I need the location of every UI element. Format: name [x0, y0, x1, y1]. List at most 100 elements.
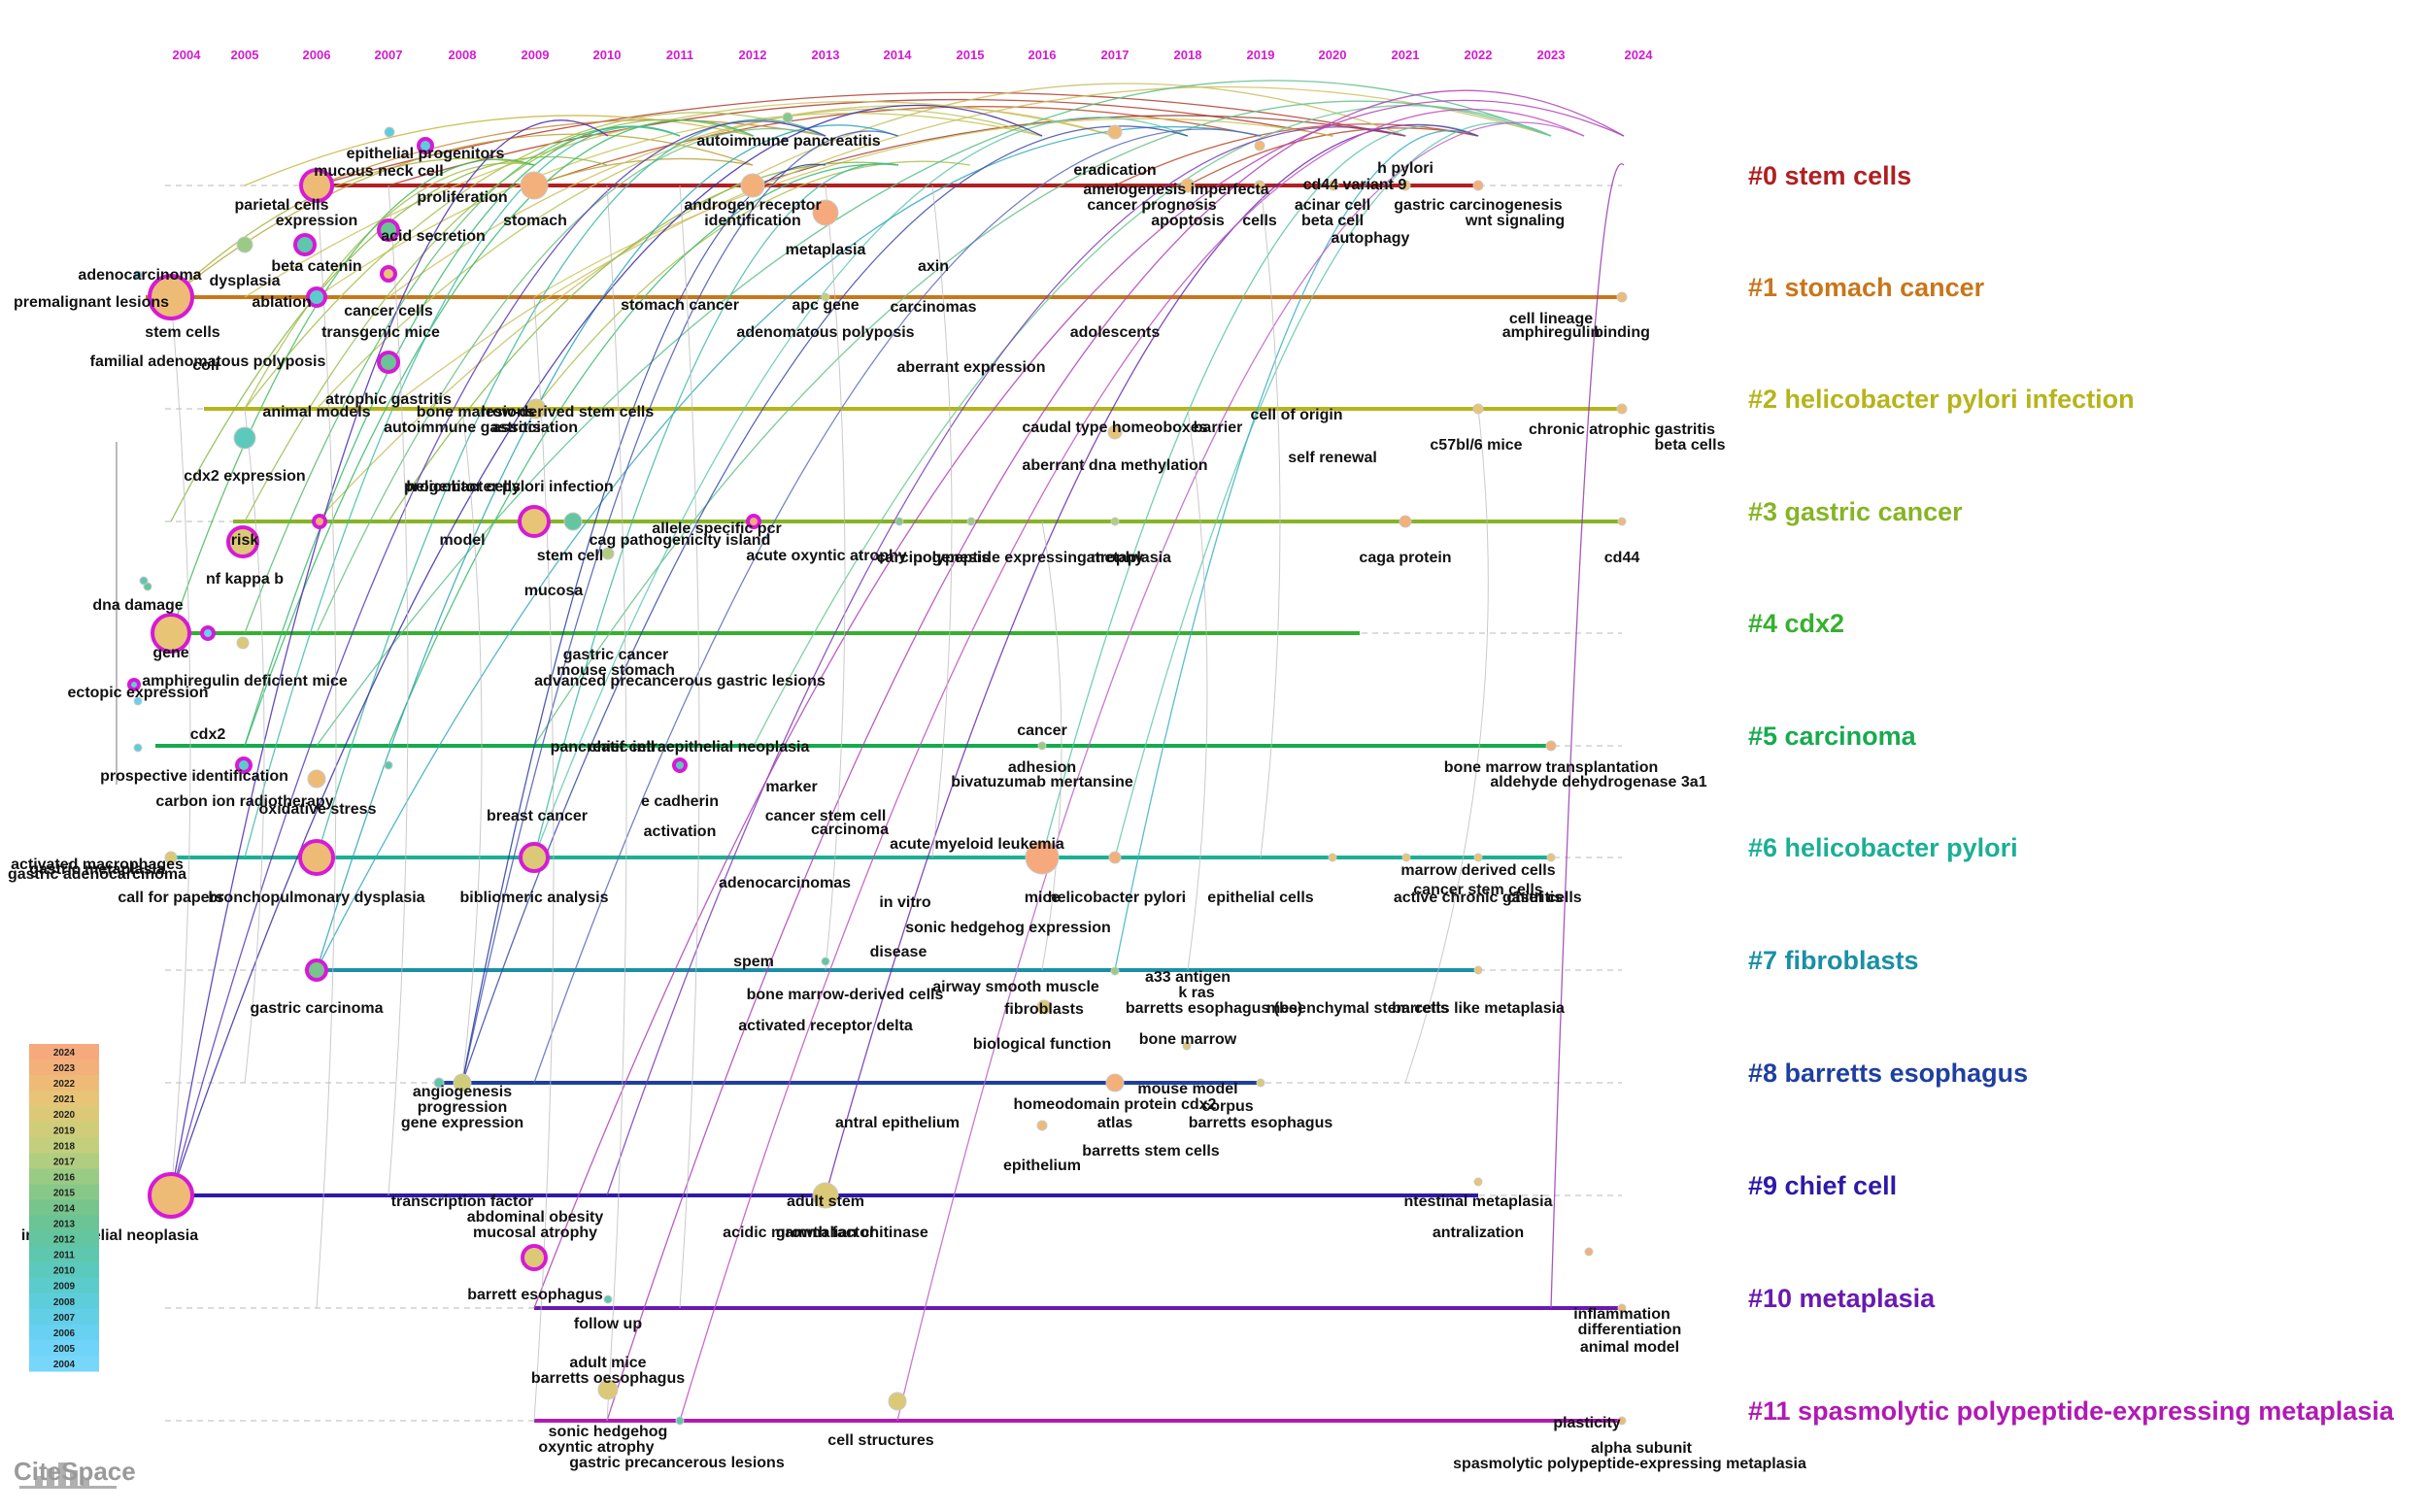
- keyword-node[interactable]: [1401, 853, 1411, 862]
- cluster-label[interactable]: #7 fibroblasts: [1748, 946, 1919, 975]
- keyword-node[interactable]: [888, 1392, 907, 1411]
- keyword-node[interactable]: [1108, 851, 1122, 864]
- keyword-node[interactable]: [384, 760, 393, 770]
- keyword-node[interactable]: [164, 851, 178, 864]
- keyword-node[interactable]: [894, 517, 904, 526]
- keyword-node[interactable]: [521, 1244, 548, 1271]
- keyword-node[interactable]: [1036, 999, 1052, 1015]
- keyword-node[interactable]: [563, 512, 583, 531]
- keyword-node[interactable]: [148, 274, 194, 320]
- keyword-node[interactable]: [746, 514, 761, 529]
- keyword-node[interactable]: [236, 636, 250, 650]
- keyword-node[interactable]: [1105, 1073, 1125, 1092]
- keyword-node[interactable]: [519, 842, 550, 873]
- keyword-node[interactable]: [812, 1182, 839, 1209]
- keyword-node[interactable]: [133, 270, 143, 280]
- keyword-node[interactable]: [417, 137, 434, 154]
- keyword-node[interactable]: [433, 1077, 445, 1089]
- keyword-node[interactable]: [1616, 291, 1628, 303]
- keyword-node[interactable]: [148, 1172, 194, 1219]
- keyword-node[interactable]: [1036, 1120, 1048, 1131]
- keyword-node[interactable]: [133, 743, 143, 753]
- keyword-node[interactable]: [525, 398, 547, 420]
- cluster-label[interactable]: #5 carcinoma: [1748, 722, 1917, 751]
- keyword-node[interactable]: [298, 839, 335, 876]
- keyword-node[interactable]: [1617, 1303, 1627, 1313]
- keyword-node[interactable]: [1110, 966, 1120, 976]
- cluster-label[interactable]: #10 metaplasia: [1748, 1284, 1936, 1313]
- keyword-node[interactable]: [1182, 1041, 1192, 1051]
- keyword-node[interactable]: [672, 757, 688, 773]
- keyword-node[interactable]: [233, 426, 256, 450]
- keyword-label: sonic hedgehog: [549, 1424, 668, 1440]
- keyword-node[interactable]: [1254, 140, 1265, 151]
- keyword-node[interactable]: [518, 505, 551, 538]
- keyword-node[interactable]: [1616, 403, 1628, 415]
- keyword-node[interactable]: [1107, 124, 1123, 140]
- cluster-label[interactable]: #4 cdx2: [1748, 609, 1844, 638]
- keyword-node[interactable]: [520, 171, 549, 200]
- cluster-label[interactable]: #2 helicobacter pylori infection: [1748, 385, 2135, 414]
- keyword-node[interactable]: [133, 696, 143, 706]
- keyword-node[interactable]: [1254, 180, 1265, 191]
- keyword-node[interactable]: [1328, 180, 1339, 191]
- keyword-node[interactable]: [1546, 853, 1556, 862]
- year-label: 2004: [173, 48, 202, 62]
- keyword-node[interactable]: [1617, 517, 1627, 526]
- keyword-node[interactable]: [1037, 741, 1047, 751]
- keyword-node[interactable]: [307, 769, 326, 789]
- keyword-node[interactable]: [1328, 853, 1337, 862]
- keyword-node[interactable]: [597, 1379, 619, 1400]
- keyword-node[interactable]: [226, 525, 259, 558]
- keyword-node[interactable]: [1110, 517, 1120, 526]
- keyword-node[interactable]: [293, 233, 317, 256]
- keyword-node[interactable]: [601, 547, 615, 560]
- keyword-node[interactable]: [1473, 853, 1483, 862]
- keyword-node[interactable]: [1472, 180, 1484, 191]
- keyword-node[interactable]: [782, 112, 793, 123]
- keyword-node[interactable]: [377, 351, 400, 374]
- keyword-node[interactable]: [236, 236, 253, 253]
- keyword-node[interactable]: [453, 1073, 472, 1092]
- cluster-label[interactable]: #1 stomach cancer: [1748, 273, 1985, 302]
- keyword-node[interactable]: [1584, 1247, 1594, 1257]
- cluster-label[interactable]: #9 chief cell: [1748, 1171, 1897, 1200]
- year-label: 2010: [593, 48, 622, 62]
- cluster-label[interactable]: #0 stem cells: [1748, 161, 1911, 190]
- keyword-node[interactable]: [1256, 1078, 1265, 1088]
- cluster-label[interactable]: #8 barretts esophagus: [1748, 1058, 2028, 1088]
- keyword-node[interactable]: [1617, 1416, 1627, 1426]
- keyword-node[interactable]: [299, 168, 334, 203]
- keyword-node[interactable]: [306, 286, 327, 308]
- cluster-label[interactable]: #3 gastric cancer: [1748, 497, 1963, 526]
- keyword-node[interactable]: [1025, 840, 1060, 875]
- keyword-node[interactable]: [235, 756, 253, 774]
- keyword-node[interactable]: [1545, 740, 1557, 752]
- keyword-node[interactable]: [675, 1416, 685, 1426]
- keyword-node[interactable]: [1399, 180, 1411, 191]
- keyword-node[interactable]: [200, 625, 216, 641]
- keyword-node[interactable]: [1399, 515, 1412, 528]
- keyword-node[interactable]: [821, 292, 830, 302]
- cluster-label[interactable]: #11 spasmolytic polypeptide-expressing m…: [1748, 1396, 2395, 1426]
- keyword-node[interactable]: [812, 199, 839, 226]
- keyword-node[interactable]: [312, 514, 327, 529]
- keyword-node[interactable]: [305, 958, 328, 982]
- keyword-node[interactable]: [384, 126, 395, 138]
- keyword-node[interactable]: [966, 517, 976, 526]
- keyword-node[interactable]: [740, 173, 765, 198]
- keyword-node[interactable]: [139, 576, 149, 586]
- keyword-node[interactable]: [1107, 424, 1123, 440]
- keyword-node[interactable]: [380, 265, 397, 283]
- keyword-node[interactable]: [1473, 965, 1483, 975]
- keyword-node[interactable]: [821, 957, 830, 966]
- keyword-node[interactable]: [377, 218, 400, 242]
- keyword-node[interactable]: [127, 678, 141, 691]
- cluster-label[interactable]: #6 helicobacter pylori: [1748, 833, 2018, 862]
- keyword-label: mucous neck cell: [314, 163, 443, 180]
- keyword-node[interactable]: [603, 1294, 613, 1304]
- keyword-node[interactable]: [151, 613, 191, 654]
- keyword-node[interactable]: [1472, 403, 1484, 415]
- keyword-node[interactable]: [1473, 1177, 1483, 1187]
- keyword-node[interactable]: [1180, 178, 1196, 193]
